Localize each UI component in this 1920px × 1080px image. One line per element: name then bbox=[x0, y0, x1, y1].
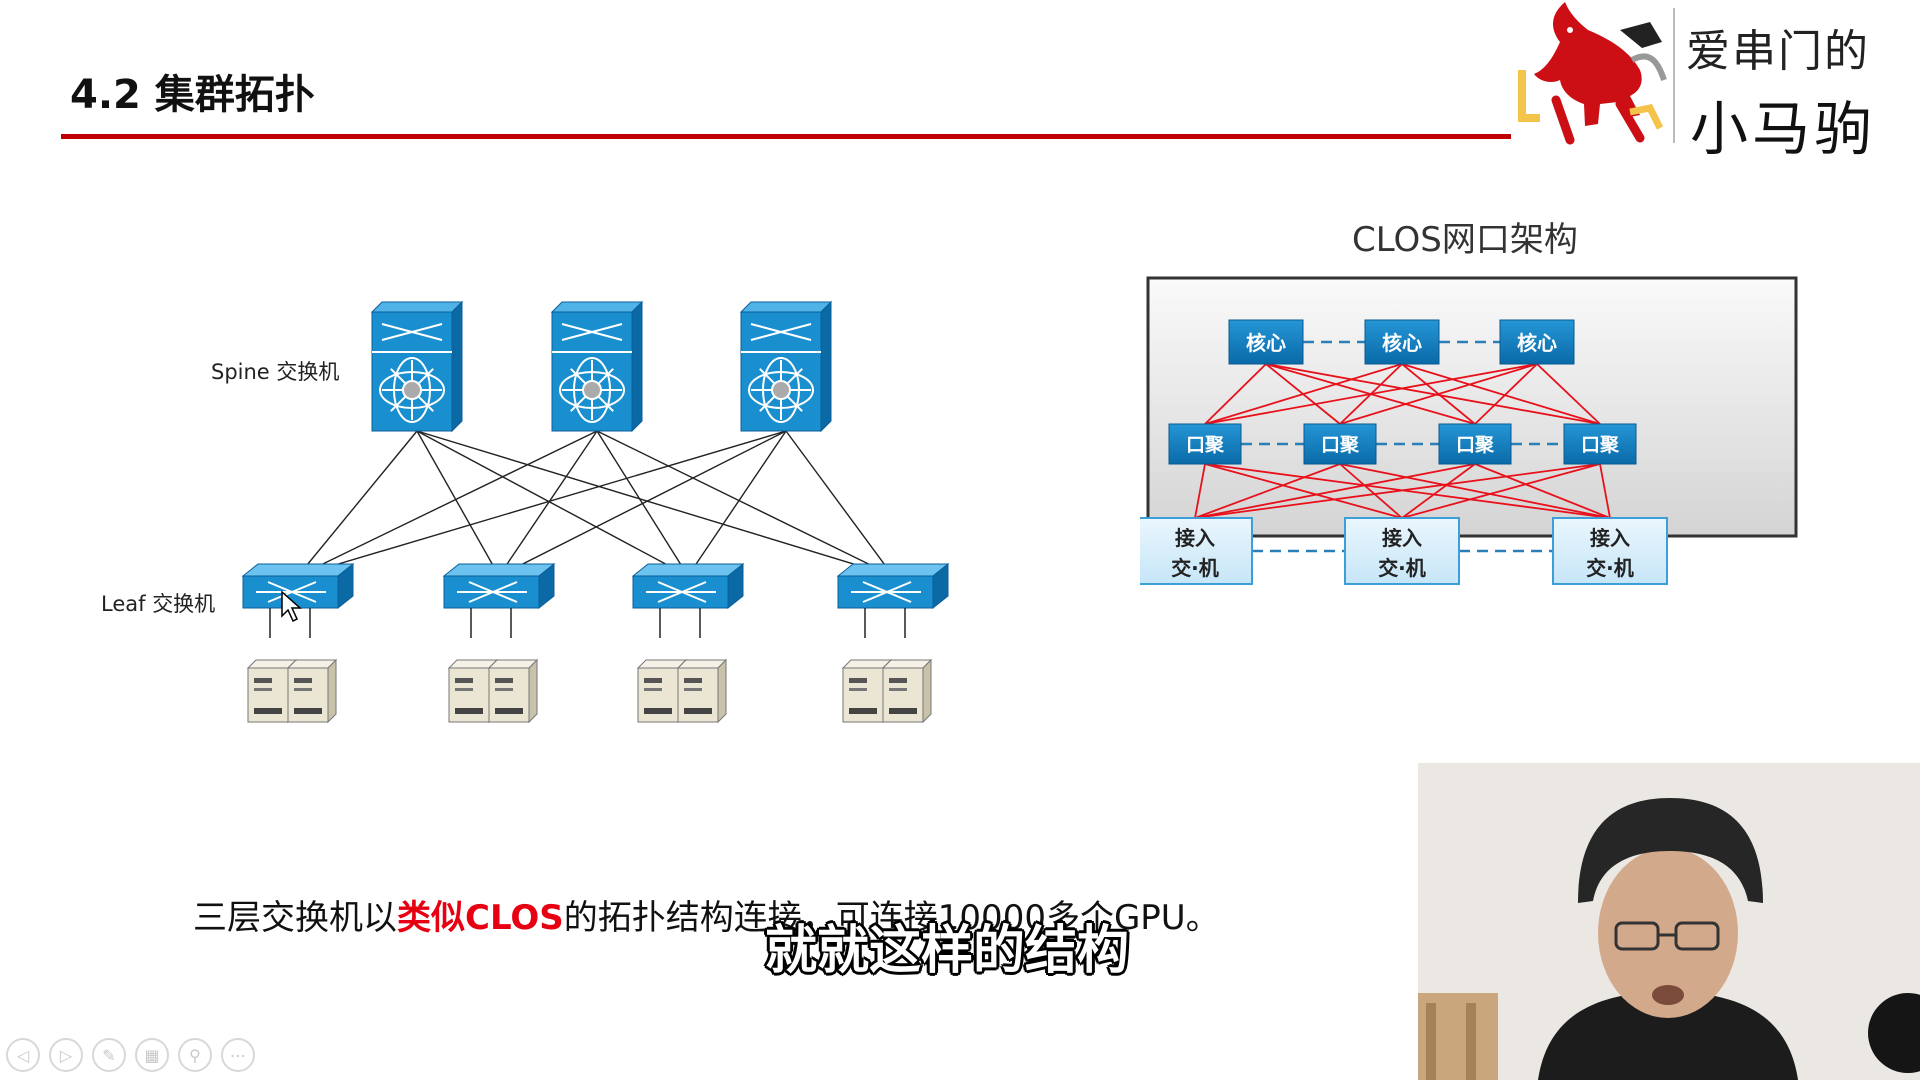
horse-logo-icon bbox=[1518, 2, 1667, 145]
clos-nodes: 核心核心核心口聚口聚口聚口聚接入交·机接入交·机接入交·机 bbox=[1140, 319, 1668, 585]
presenter-video-icon bbox=[1418, 763, 1920, 1080]
presentation-controls: ◁ ▷ ✎ ▦ ⚲ ⋯ bbox=[6, 1038, 255, 1074]
logo-divider bbox=[1673, 8, 1675, 143]
leaf-switch-icon bbox=[836, 562, 950, 638]
clos-title: CLOS网口架构 bbox=[1352, 220, 1578, 260]
spine-label: Spine 交换机 bbox=[211, 360, 340, 384]
leaf-switches bbox=[241, 562, 950, 638]
agg-label: 口聚 bbox=[1186, 434, 1225, 456]
agg-label: 口聚 bbox=[1456, 434, 1495, 456]
clos-peer-links bbox=[1241, 340, 1564, 553]
brand-name-top: 爱串门的 bbox=[1686, 26, 1870, 77]
spine-leaf-diagram bbox=[241, 300, 950, 724]
arrow-right-icon[interactable]: ▷ bbox=[49, 1038, 83, 1072]
agg-switch-node: 口聚 bbox=[1438, 423, 1512, 465]
core-label: 核心 bbox=[1382, 331, 1422, 355]
servers bbox=[246, 658, 933, 724]
access-label-line2: 交·机 bbox=[1378, 556, 1426, 580]
server-icon bbox=[487, 658, 539, 724]
more-icon[interactable]: ⋯ bbox=[221, 1038, 255, 1072]
spine-leaf-links bbox=[297, 430, 894, 577]
agg-label: 口聚 bbox=[1581, 434, 1620, 456]
caption-suffix: 的拓扑结构连接，可连接10000多个GPU。 bbox=[563, 898, 1220, 938]
caption-highlight: 类似CLOS bbox=[397, 898, 564, 938]
access-switch-node: 接入交·机 bbox=[1140, 517, 1253, 585]
agg-switch-node: 口聚 bbox=[1168, 423, 1242, 465]
core-switch-node: 核心 bbox=[1364, 319, 1440, 365]
access-switch-node: 接入交·机 bbox=[1344, 517, 1460, 585]
zoom-icon[interactable]: ⚲ bbox=[178, 1038, 212, 1072]
access-label-line1: 接入 bbox=[1382, 526, 1422, 550]
agg-switch-node: 口聚 bbox=[1563, 423, 1637, 465]
mouse-cursor-icon bbox=[281, 590, 302, 623]
brand-name-bottom: 小马驹 bbox=[1690, 95, 1877, 163]
slide-title: 4.2 集群拓扑 bbox=[70, 72, 315, 118]
webcam-overlay bbox=[1418, 763, 1920, 1080]
access-label-line2: 交·机 bbox=[1171, 556, 1219, 580]
access-label-line2: 交·机 bbox=[1586, 556, 1634, 580]
spine-switches bbox=[370, 300, 833, 433]
agg-switch-node: 口聚 bbox=[1303, 423, 1377, 465]
leaf-switch-icon bbox=[631, 562, 745, 638]
server-icon bbox=[286, 658, 338, 724]
server-icon bbox=[881, 658, 933, 724]
caption-prefix: 三层交换机以 bbox=[193, 898, 397, 938]
access-label-line1: 接入 bbox=[1590, 526, 1630, 550]
pen-icon[interactable]: ✎ bbox=[92, 1038, 126, 1072]
spine-switch-icon bbox=[550, 300, 644, 433]
grid-icon[interactable]: ▦ bbox=[135, 1038, 169, 1072]
leaf-switch-icon bbox=[442, 562, 556, 638]
core-label: 核心 bbox=[1517, 331, 1557, 355]
server-icon bbox=[676, 658, 728, 724]
slide-caption: 三层交换机以类似CLOS的拓扑结构连接，可连接10000多个GPU。 bbox=[193, 890, 1220, 939]
title-underline bbox=[61, 134, 1511, 139]
video-subtitle: 就就这样的结构 bbox=[765, 921, 1130, 981]
spine-switch-icon bbox=[739, 300, 833, 433]
leaf-switch-icon bbox=[241, 562, 355, 638]
leaf-label: Leaf 交换机 bbox=[101, 592, 216, 616]
access-label-line1: 接入 bbox=[1175, 526, 1215, 550]
spine-switch-icon bbox=[370, 300, 464, 433]
access-switch-node: 接入交·机 bbox=[1552, 517, 1668, 585]
clos-diagram: 核心核心核心口聚口聚口聚口聚接入交·机接入交·机接入交·机 bbox=[1140, 276, 1798, 585]
arrow-left-icon[interactable]: ◁ bbox=[6, 1038, 40, 1072]
core-switch-node: 核心 bbox=[1499, 319, 1575, 365]
core-agg-panel bbox=[1146, 276, 1798, 538]
clos-uplinks bbox=[1194, 363, 1611, 519]
core-switch-node: 核心 bbox=[1228, 319, 1304, 365]
core-label: 核心 bbox=[1246, 331, 1286, 355]
agg-label: 口聚 bbox=[1321, 434, 1360, 456]
